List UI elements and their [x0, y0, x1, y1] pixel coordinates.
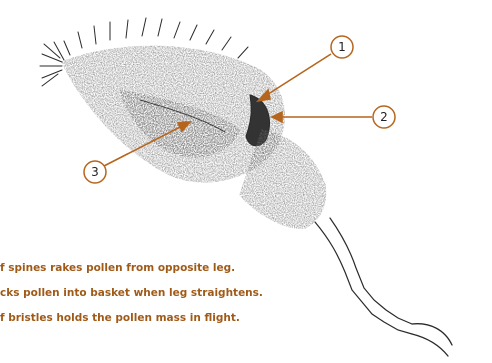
callout-3: 3	[84, 161, 106, 183]
callout-2: 2	[373, 106, 395, 128]
caption-2: cks pollen into basket when leg straight…	[0, 287, 263, 299]
tarsal-segments	[315, 218, 412, 334]
callout-2-number: 2	[380, 110, 388, 124]
callout-1: 1	[331, 36, 353, 58]
leader-line-1	[262, 54, 331, 98]
caption-1: f spines rakes pollen from opposite leg.	[0, 262, 235, 274]
callout-1-number: 1	[338, 40, 346, 54]
leg-sketch	[40, 18, 452, 356]
caption-3: f bristles holds the pollen mass in flig…	[0, 312, 240, 324]
callout-3-number: 3	[91, 165, 99, 179]
hair-tuft-left	[40, 42, 64, 86]
claw	[412, 324, 452, 356]
